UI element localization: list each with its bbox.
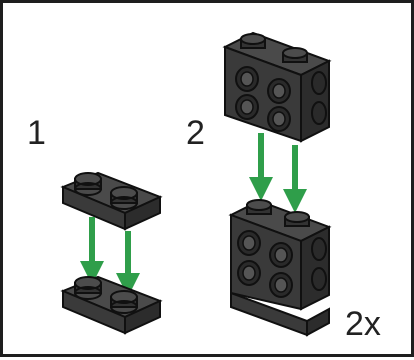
plate-top-icon [60,171,163,231]
step-number-2: 2 [186,114,205,152]
quantity-label: 2x [345,305,381,343]
plate-bottom-icon [60,275,163,335]
instruction-illustration [60,31,332,337]
bracket-brick-top-icon [222,31,332,143]
bracket-brick-bottom-icon [228,199,332,337]
step-number-1: 1 [27,114,46,152]
